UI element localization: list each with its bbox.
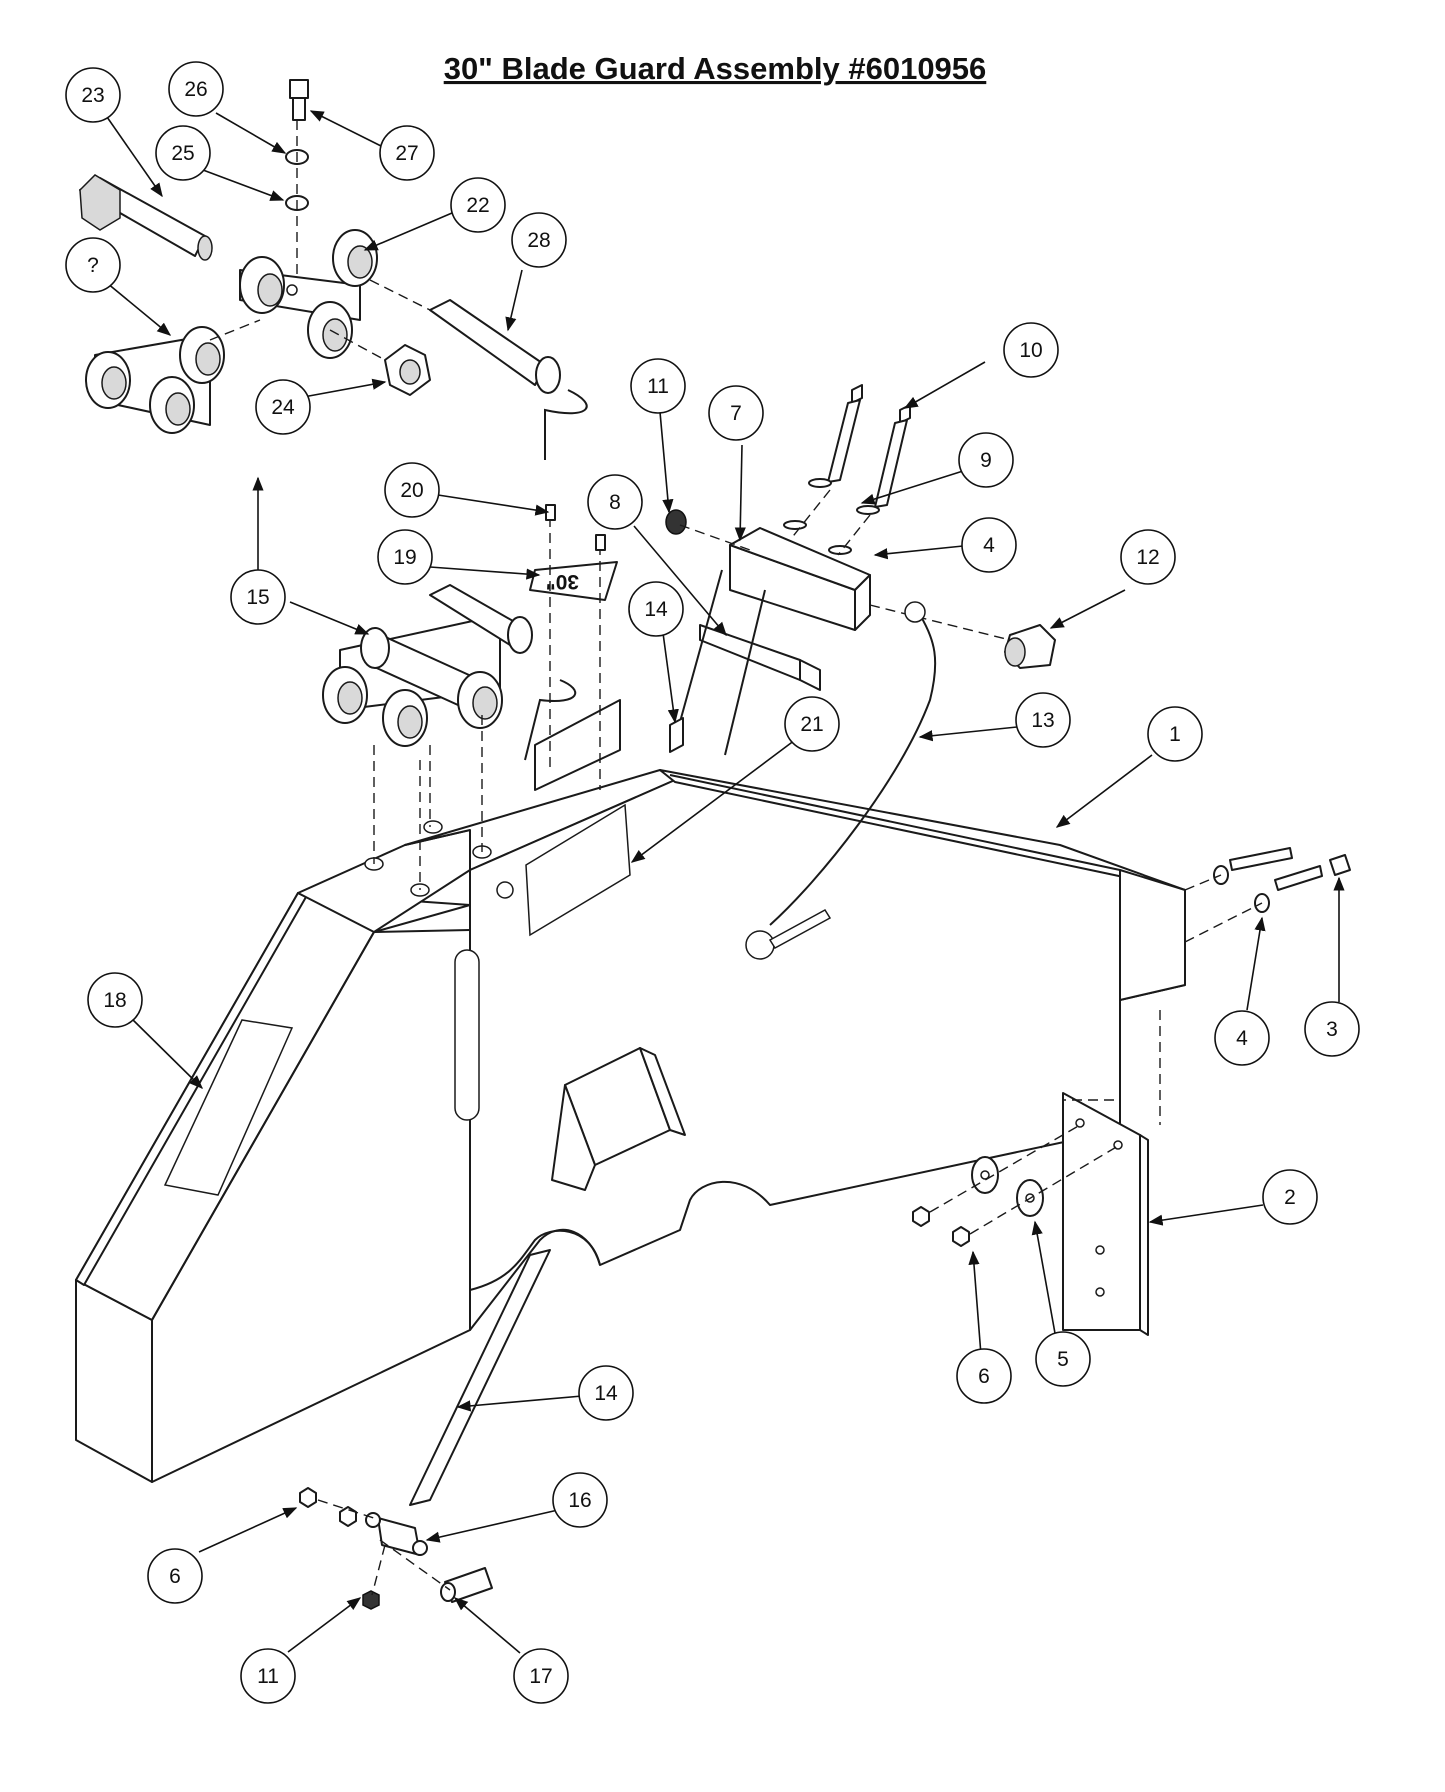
- callout-c27: 27: [379, 125, 435, 181]
- svg-text:25: 25: [171, 142, 194, 165]
- svg-text:26: 26: [184, 78, 207, 101]
- callout-c4b: 4: [1214, 1010, 1270, 1066]
- diagram-title: 30" Blade Guard Assembly #6010956: [444, 51, 987, 86]
- callout-cq: ?: [65, 237, 121, 293]
- svg-text:16: 16: [568, 1489, 591, 1512]
- svg-text:21: 21: [800, 713, 823, 736]
- callout-c5: 5: [1035, 1331, 1091, 1387]
- callout-c2: 2: [1262, 1169, 1318, 1225]
- svg-text:20: 20: [400, 479, 423, 502]
- svg-text:2: 2: [1284, 1186, 1296, 1209]
- svg-text:7: 7: [730, 402, 742, 425]
- callout-c19: 19: [377, 529, 433, 585]
- callout-c26: 26: [168, 61, 224, 117]
- svg-text:14: 14: [594, 1382, 618, 1405]
- callout-c6b: 6: [147, 1548, 203, 1604]
- callout-c15: 15: [230, 569, 286, 625]
- callout-c14a: 14: [628, 581, 684, 637]
- svg-text:?: ?: [87, 254, 99, 277]
- svg-text:18: 18: [103, 989, 126, 1012]
- svg-text:12: 12: [1136, 546, 1159, 569]
- svg-text:23: 23: [81, 84, 104, 107]
- callout-c16: 16: [552, 1472, 608, 1528]
- roller-assembly-mounted: [322, 584, 621, 890]
- svg-text:4: 4: [983, 534, 995, 557]
- svg-text:11: 11: [257, 1665, 279, 1688]
- roller-assembly-exploded: [79, 79, 588, 460]
- callout-c21: 21: [784, 696, 840, 752]
- svg-text:22: 22: [466, 194, 489, 217]
- svg-text:28: 28: [527, 229, 550, 252]
- svg-text:14: 14: [644, 598, 668, 621]
- callout-c17: 17: [513, 1648, 569, 1704]
- callout-c7: 7: [708, 385, 764, 441]
- callout-c10: 10: [1003, 322, 1059, 378]
- svg-text:10: 10: [1019, 339, 1042, 362]
- svg-text:9: 9: [980, 449, 992, 472]
- callout-c1: 1: [1147, 706, 1203, 762]
- callout-c11b: 11: [240, 1648, 296, 1704]
- callout-c9: 9: [958, 432, 1014, 488]
- svg-text:8: 8: [609, 491, 621, 514]
- decal-21: [525, 803, 631, 937]
- callout-c11a: 11: [630, 358, 686, 414]
- svg-text:17: 17: [529, 1665, 552, 1688]
- leader-lines: [106, 110, 1345, 1654]
- callout-c25: 25: [155, 125, 211, 181]
- slot: [454, 949, 480, 1121]
- handle-block: [665, 384, 1056, 960]
- svg-text:13: 13: [1031, 709, 1054, 732]
- callout-c4a: 4: [961, 517, 1017, 573]
- callout-c24: 24: [255, 379, 311, 435]
- callout-c13: 13: [1015, 692, 1071, 748]
- callout-c18: 18: [87, 972, 143, 1028]
- blade-guard-body: [75, 769, 1186, 1483]
- callout-c23: 23: [65, 67, 121, 123]
- svg-text:3: 3: [1326, 1018, 1338, 1041]
- callout-c8: 8: [587, 474, 643, 530]
- svg-text:19: 19: [393, 546, 416, 569]
- callout-c3: 3: [1304, 1001, 1360, 1057]
- plate-text: 30": [546, 570, 579, 593]
- mount-plate: [1062, 1010, 1161, 1336]
- lower-linkage: [299, 1249, 551, 1610]
- callout-c14b: 14: [578, 1365, 634, 1421]
- callout-c28: 28: [511, 212, 567, 268]
- svg-text:1: 1: [1169, 723, 1181, 746]
- svg-text:6: 6: [978, 1365, 990, 1388]
- svg-text:6: 6: [169, 1565, 181, 1588]
- callout-c6a: 6: [956, 1348, 1012, 1404]
- svg-text:11: 11: [647, 375, 669, 398]
- svg-text:5: 5: [1057, 1348, 1069, 1371]
- svg-text:4: 4: [1236, 1027, 1248, 1050]
- washers-and-nuts: [912, 1124, 1119, 1247]
- callout-c22: 22: [450, 177, 506, 233]
- svg-text:24: 24: [271, 396, 295, 419]
- callout-c20: 20: [384, 462, 440, 518]
- decal-18: [163, 1019, 294, 1196]
- size-plate: 30": [529, 517, 618, 790]
- callout-c12: 12: [1120, 529, 1176, 585]
- svg-text:15: 15: [246, 586, 269, 609]
- end-bolts: [1184, 847, 1351, 943]
- svg-text:27: 27: [395, 142, 418, 165]
